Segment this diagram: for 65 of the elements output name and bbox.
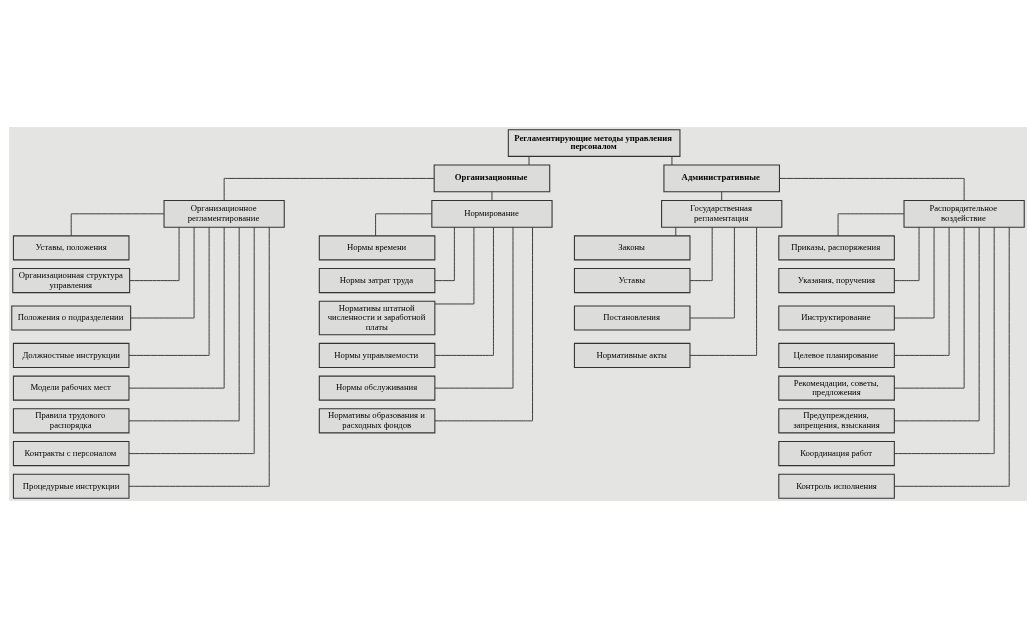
node-box: Организационные	[433, 164, 550, 192]
connector	[837, 212, 904, 236]
connector	[128, 226, 210, 356]
node-box: Приказы, распоряжения	[777, 234, 895, 260]
node-box: Постановления	[573, 304, 690, 331]
node-box: Должностные инструкции	[12, 342, 129, 368]
connector	[128, 226, 255, 454]
node-box: Инструктирование	[777, 304, 895, 331]
node-box: Государственная регламентация	[660, 199, 782, 228]
connector	[491, 190, 492, 201]
connector	[128, 226, 270, 487]
connector	[528, 155, 529, 165]
connector	[893, 226, 995, 454]
node-box: Уставы	[573, 267, 690, 293]
node-box: Контракты с персоналом	[12, 440, 129, 466]
connector	[433, 226, 494, 356]
node-box: Положения о подразделении	[10, 304, 131, 331]
node-box: Модели рабочих мест	[12, 375, 129, 401]
connector	[689, 226, 713, 281]
node-box: Уставы, положения	[12, 234, 129, 260]
connector	[893, 226, 965, 389]
connector	[893, 226, 919, 281]
connector	[223, 177, 435, 201]
node-box: Процедурные инструкции	[12, 473, 129, 499]
node-box: Указания, поручения	[777, 267, 895, 293]
node-box: Нормативные акты	[573, 342, 690, 368]
node-box: Координация работ	[777, 440, 895, 466]
connector	[70, 212, 164, 236]
connector	[893, 226, 935, 318]
connector	[374, 212, 432, 236]
node-box: Нормативы образования и расходных фондов	[318, 407, 435, 433]
node-box: Рекомендации, советы, предложения	[777, 375, 895, 401]
connector	[128, 226, 240, 421]
connector	[128, 226, 180, 281]
connector	[893, 226, 1010, 487]
node-box: Правила трудового распорядка	[12, 407, 129, 433]
connector	[434, 226, 533, 421]
connector	[778, 177, 965, 201]
node-box: Контроль исполнения	[777, 473, 895, 499]
connector	[893, 226, 980, 421]
node-box: Предупреждения, запрещения, взыскания	[777, 407, 895, 433]
connector	[689, 226, 735, 318]
connector	[128, 226, 225, 389]
node-box: Нормы обслуживания	[318, 375, 435, 401]
node-box: Нормы управляемости	[318, 342, 435, 368]
connector	[434, 226, 474, 304]
node-box: Регламентирующие методы управления персоналом	[507, 128, 680, 157]
connector	[689, 226, 757, 356]
node-box: Нормы времени	[318, 234, 435, 260]
connector	[433, 226, 455, 281]
node-box: Административные	[662, 164, 780, 192]
node-box: Организационная структура управления	[11, 267, 130, 293]
connector	[720, 190, 722, 201]
node-box: Нормы затрат труда	[318, 267, 435, 293]
connector	[129, 226, 195, 318]
node-box: Нормирование	[430, 199, 553, 228]
node-box: Организационное регламентирование	[163, 199, 285, 228]
connector	[433, 226, 513, 389]
connector	[674, 226, 676, 236]
node-box: Нормативы штатной численности и заработной платы	[318, 300, 435, 335]
node-box: Целевое планирование	[777, 342, 895, 368]
node-box: Законы	[573, 234, 690, 260]
connector	[893, 226, 950, 356]
node-box: Распорядительное воздействие	[903, 199, 1025, 228]
connector	[670, 155, 672, 165]
